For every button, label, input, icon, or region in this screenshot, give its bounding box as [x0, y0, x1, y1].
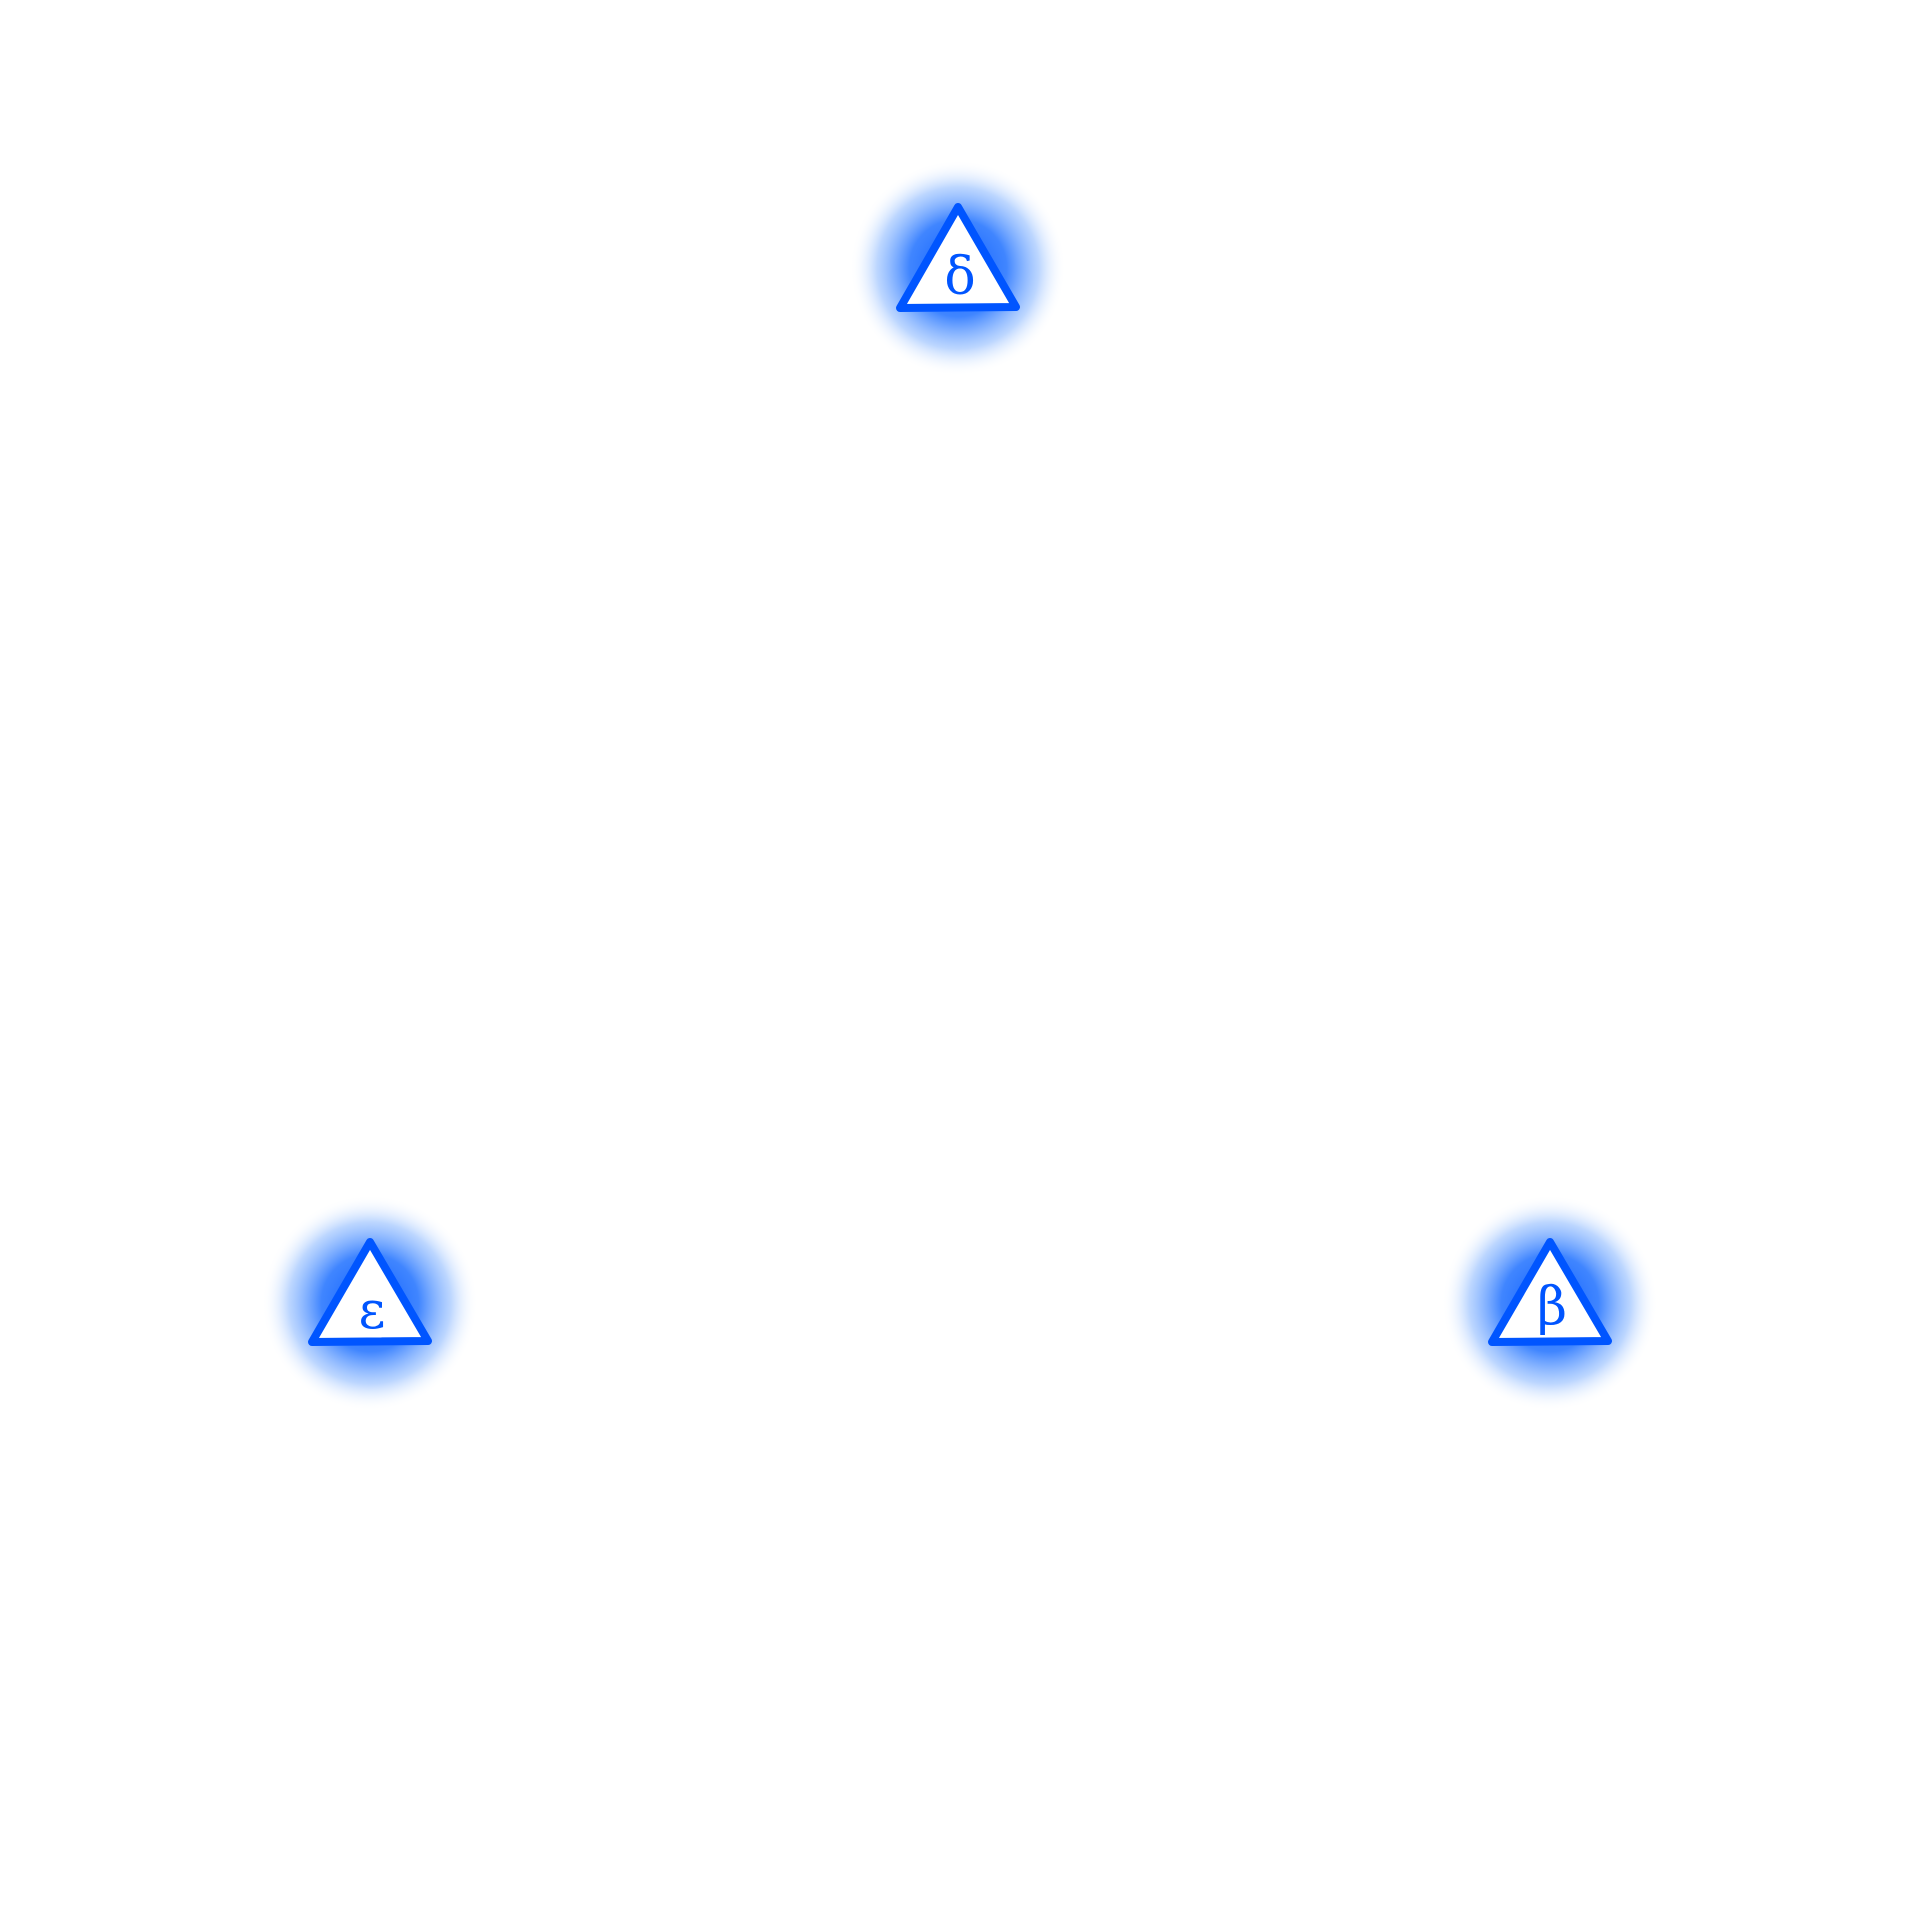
- warning-triangle-icon: [1488, 1238, 1612, 1346]
- node-label: β: [1537, 1277, 1567, 1337]
- node-epsilon[interactable]: ε: [262, 1195, 478, 1411]
- node-delta[interactable]: δ: [850, 160, 1066, 376]
- node-label: δ: [944, 247, 975, 307]
- node-beta[interactable]: β: [1442, 1195, 1658, 1411]
- warning-triangle-icon: [308, 1238, 432, 1346]
- warning-triangle-icon: [896, 203, 1020, 312]
- node-label: ε: [359, 1281, 386, 1341]
